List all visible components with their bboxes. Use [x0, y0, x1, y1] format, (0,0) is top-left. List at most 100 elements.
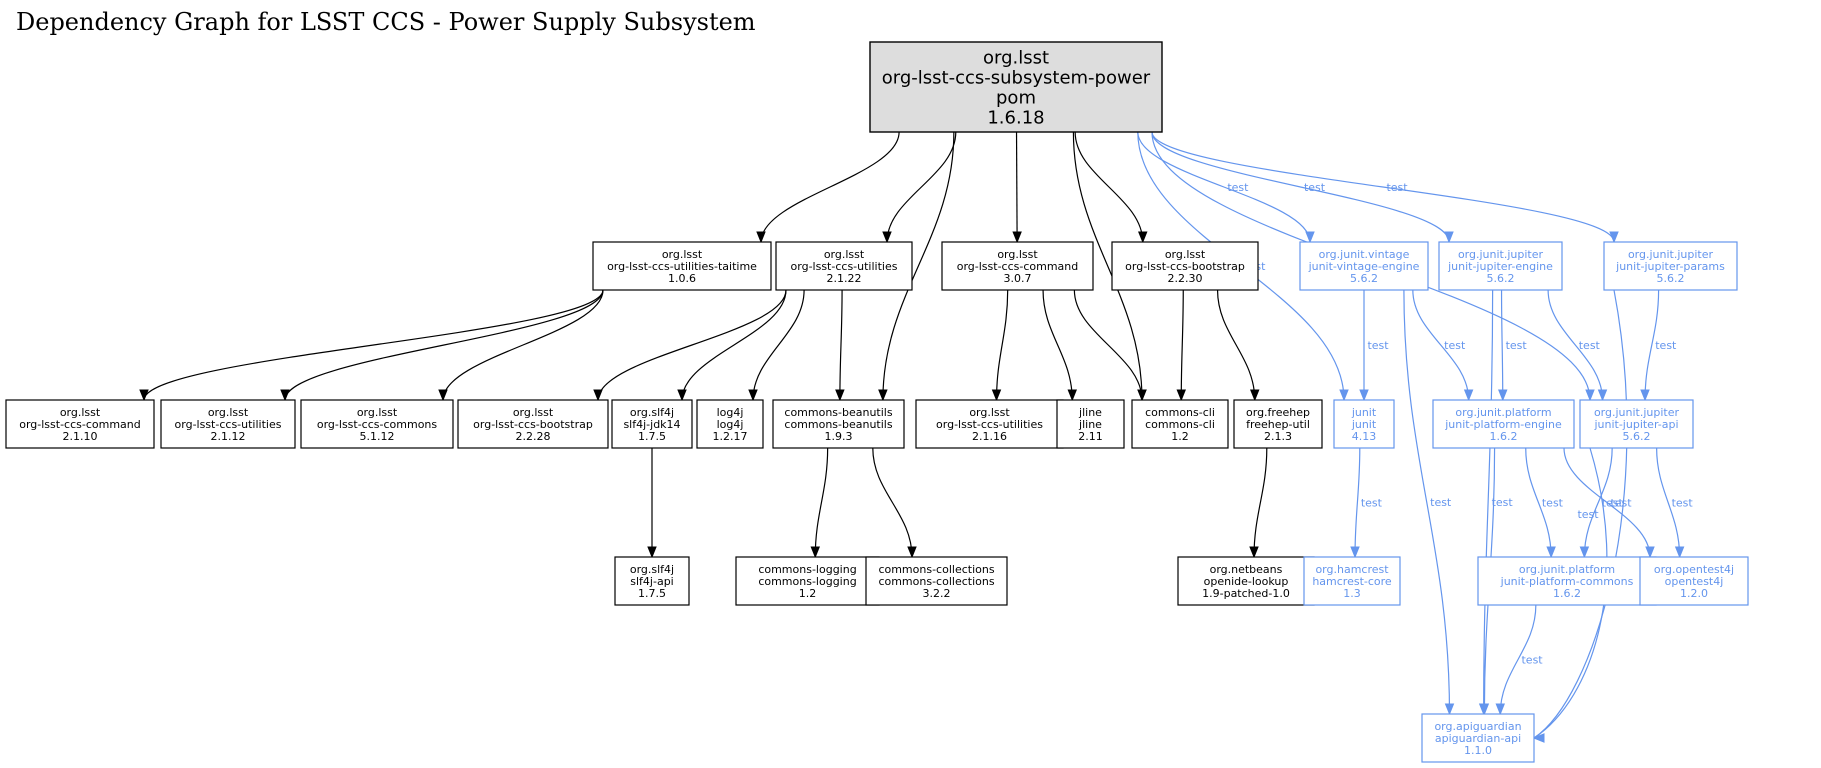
edge-taitime-to-commons5112	[438, 289, 604, 402]
edge-line	[1151, 131, 1450, 243]
node-platcommons: org.junit.platformjunit-platform-commons…	[1477, 556, 1657, 606]
edge-taitime-to-util2112	[280, 289, 604, 402]
edge-label: test	[1444, 339, 1466, 352]
node-label-line: 1.2	[1171, 430, 1189, 443]
node-label-line: org-lsst-ccs-bootstrap	[1125, 260, 1245, 273]
edge-jupeng-to-jupapi: test	[1547, 289, 1608, 402]
node-box	[1639, 556, 1749, 606]
node-label-line: org-lsst-ccs-command	[957, 260, 1079, 273]
node-label-line: junit-platform-engine	[1444, 418, 1562, 431]
edge-line	[1412, 289, 1470, 401]
node-label-line: commons-cli	[1145, 406, 1215, 419]
node-label-line: 2.1.22	[827, 272, 862, 285]
edge-arrowhead	[438, 389, 448, 402]
edge-line	[872, 447, 913, 558]
node-label-line: commons-logging	[758, 575, 856, 588]
node-label-line: 1.1.0	[1464, 744, 1492, 757]
edge-line	[1180, 289, 1184, 401]
edge-label: test	[1672, 497, 1694, 510]
edge-util2122-to-log4j	[748, 289, 805, 402]
node-box	[772, 399, 905, 449]
node-label-line: org.junit.jupiter	[1594, 406, 1680, 419]
edge-label: test	[1602, 497, 1624, 510]
edge-arrowhead	[1444, 703, 1455, 716]
node-label-line: commons-beanutils	[784, 406, 892, 419]
edge-line	[1483, 289, 1494, 715]
edge-label: test	[1227, 181, 1249, 194]
edge-line	[1354, 447, 1361, 558]
edge-line	[1499, 604, 1537, 715]
edge-label: test	[1577, 508, 1599, 521]
edge-root-to-taitime	[756, 131, 900, 244]
edge-line	[882, 131, 955, 401]
node-label-line: 3.0.7	[1004, 272, 1032, 285]
edge-arrowhead	[1479, 703, 1490, 716]
edge-cmd307-to-util2116	[991, 289, 1009, 402]
edge-line	[1015, 131, 1018, 243]
edge-arrowhead	[835, 389, 845, 402]
node-box	[915, 399, 1064, 449]
edge-arrowhead	[1579, 546, 1590, 559]
node-label-line: org.lsst	[513, 406, 554, 419]
edge-cmd307-to-cli	[1073, 289, 1147, 402]
edge-cmd307-to-jline	[1042, 289, 1077, 402]
node-label-line: org-lsst-ccs-utilities-taitime	[607, 260, 757, 273]
node-label-line: 2.1.12	[211, 430, 246, 443]
node-label-line: freehep-util	[1246, 418, 1310, 431]
node-box	[865, 556, 1008, 606]
node-label-line: slf4j-jdk14	[623, 418, 680, 431]
edge-arrowhead	[1444, 231, 1454, 244]
edge-boot2230-to-freehep	[1216, 289, 1260, 402]
node-label-line: 1.7.5	[638, 587, 666, 600]
node-label-line: 3.2.2	[923, 587, 951, 600]
node-label-line: 1.7.5	[638, 430, 666, 443]
edge-line	[1253, 447, 1268, 558]
edge-arrowhead	[1609, 231, 1619, 244]
edge-platcommons-to-apiguardian: test	[1495, 604, 1543, 716]
node-label-line: org.lsst	[969, 406, 1010, 419]
node-box	[1333, 399, 1395, 449]
edge-arrowhead	[1674, 546, 1685, 559]
edge-arrowhead	[1597, 389, 1608, 402]
edge-arrowhead	[1645, 546, 1655, 559]
node-label-line: junit-jupiter-api	[1593, 418, 1678, 431]
node-label-line: 5.1.12	[360, 430, 395, 443]
edge-line	[1074, 131, 1144, 243]
node-box	[1131, 399, 1229, 449]
node-label-line: commons-logging	[758, 563, 856, 576]
node-label-line: junit-platform-commons	[1500, 575, 1634, 588]
node-label-line: 1.9.3	[825, 430, 853, 443]
edge-line	[1644, 289, 1660, 401]
edge-line	[1583, 447, 1613, 558]
nodes-layer: org.lsstorg-lsst-ccs-subsystem-powerpom1…	[5, 41, 1749, 763]
edge-arrowhead	[647, 546, 657, 559]
node-box	[300, 399, 454, 449]
node-label-line: junit	[1351, 406, 1377, 419]
edge-root-to-util2122	[882, 131, 957, 244]
edge-arrowhead	[1350, 546, 1360, 559]
node-label-line: 2.2.28	[516, 430, 551, 443]
edge-label: test	[1521, 654, 1543, 667]
edge-label: test	[1579, 339, 1601, 352]
node-label-line: commons-collections	[878, 575, 994, 588]
node-label-line: hamcrest-core	[1312, 575, 1392, 588]
node-box	[1299, 241, 1429, 291]
edge-root-to-vintage: test	[1137, 131, 1315, 244]
edge-label: test	[1655, 339, 1677, 352]
node-label-line: 1.6.18	[987, 107, 1044, 128]
edge-root-to-boot2230	[1074, 131, 1148, 244]
edge-arrowhead	[1305, 231, 1315, 244]
node-box	[735, 556, 880, 606]
node-box	[611, 399, 693, 449]
edge-line	[284, 289, 604, 401]
node-box	[1438, 241, 1563, 291]
edge-line	[839, 289, 843, 401]
edge-line	[1216, 289, 1256, 401]
edge-jupapi-to-opentest4j: test	[1656, 447, 1694, 559]
